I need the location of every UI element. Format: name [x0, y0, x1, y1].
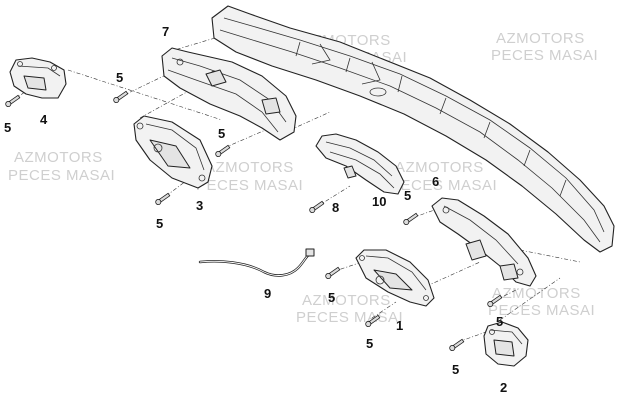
screw-near-part1-lower	[365, 314, 381, 328]
leader-screw-to-part1-b	[371, 301, 397, 319]
watermark-center-middle: AZMOTORS PECES MASAI	[196, 159, 303, 194]
svg-text:PECES MASAI: PECES MASAI	[390, 177, 497, 194]
callout-part-5-lower-right: 5	[496, 314, 503, 329]
svg-text:AZMOTORS: AZMOTORS	[496, 30, 585, 47]
svg-text:PECES MASAI: PECES MASAI	[8, 167, 115, 184]
screw-part8	[309, 200, 325, 214]
module-part-4	[9, 57, 67, 99]
callout-part-7: 7	[162, 24, 169, 39]
leader-part7-to-frame	[167, 37, 216, 53]
callout-part-5-lower-left: 5	[156, 216, 163, 231]
harness-connector	[305, 248, 315, 257]
leader-part7-to-frame-right	[289, 111, 331, 131]
housing-part-1	[355, 249, 435, 307]
leader-screw-to-bracket7-lower	[223, 127, 271, 149]
callout-part-5-bottom-right: 5	[452, 362, 459, 377]
screw-near-part3-upper	[215, 144, 231, 158]
screws	[5, 90, 503, 352]
callout-part-3: 3	[196, 198, 203, 213]
screw-near-part2	[449, 338, 465, 352]
callout-part-6: 6	[432, 174, 439, 189]
watermark-right-middle: AZMOTORS PECES MASAI	[390, 159, 497, 194]
callout-part-5-upper-left: 5	[116, 70, 123, 85]
callout-part-5-far-left: 5	[4, 120, 11, 135]
housing-part-3	[133, 115, 213, 189]
svg-text:AZMOTORS: AZMOTORS	[302, 292, 391, 309]
svg-text:AZMOTORS: AZMOTORS	[492, 285, 581, 302]
svg-text:PECES MASAI: PECES MASAI	[196, 177, 303, 194]
screw-upper-left	[113, 90, 129, 104]
watermark-right-top: AZMOTORS PECES MASAI	[491, 30, 598, 64]
callout-part-9: 9	[264, 286, 271, 301]
leader-part6-to-frame	[519, 249, 581, 263]
screw-near-part6	[403, 212, 419, 226]
watermark-left-middle: AZMOTORS PECES MASAI	[8, 149, 115, 184]
screw-near-bracket6-lower	[487, 294, 503, 308]
callout-part-4: 4	[40, 112, 48, 127]
watermark-right-bottom: AZMOTORS PECES MASAI	[488, 285, 595, 319]
callout-part-5-bottom-center: 5	[366, 336, 373, 351]
bracket-part-6	[431, 197, 537, 287]
leader-screw-to-part1-a	[331, 261, 363, 273]
callout-part-10: 10	[372, 194, 386, 209]
svg-text:PECES MASAI: PECES MASAI	[491, 47, 598, 64]
callout-part-8: 8	[332, 200, 339, 215]
screw-near-part3-lower	[155, 192, 171, 206]
svg-text:AZMOTORS: AZMOTORS	[395, 159, 484, 176]
leader-part2-to-bracket6	[499, 277, 561, 321]
watermark-layer: AZMOTORS PECES MASAI AZMOTORS PECES MASA…	[8, 30, 598, 326]
callout-part-5-center: 5	[404, 188, 411, 203]
wiring-harness-part-9	[198, 248, 315, 277]
watermark-center-bottom: AZMOTORS PECES MASAI	[296, 292, 403, 326]
callout-part-1: 1	[396, 318, 403, 333]
callout-part-5-lower-center: 5	[328, 290, 335, 305]
svg-text:PECES MASAI: PECES MASAI	[488, 302, 595, 319]
screw-near-part1-upper	[325, 266, 341, 280]
lens-part-10	[315, 133, 405, 195]
module-part-2	[483, 321, 529, 367]
screw-near-part4	[5, 94, 21, 108]
svg-text:AZMOTORS: AZMOTORS	[14, 149, 103, 166]
callout-labels: 7 5 4 5 5 3 5 10 8 5 6 9 5 1 5 5 5 2	[4, 24, 507, 395]
main-frame-rail	[211, 5, 615, 253]
bracket-part-7	[161, 47, 297, 141]
leader-screw-to-part2	[457, 331, 487, 343]
callout-part-2: 2	[500, 380, 507, 395]
svg-text:PECES MASAI: PECES MASAI	[296, 309, 403, 326]
svg-text:AZMOTORS: AZMOTORS	[205, 159, 294, 176]
callout-part-5-center-left: 5	[218, 126, 225, 141]
